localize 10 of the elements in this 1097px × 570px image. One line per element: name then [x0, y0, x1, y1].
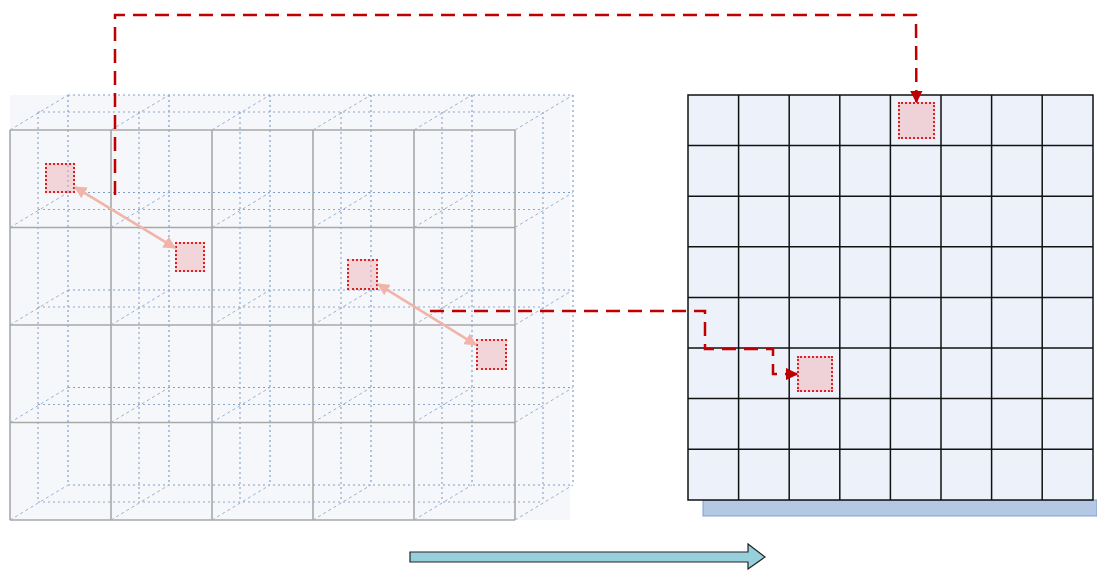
- square-marker: [45, 163, 75, 193]
- square-marker: [797, 356, 833, 392]
- square-marker: [476, 339, 507, 370]
- arrow: [73, 186, 177, 249]
- dashed-arrow: [113, 13, 923, 195]
- square-marker: [175, 242, 205, 272]
- square-marker: [347, 259, 378, 290]
- square-marker: [898, 102, 935, 139]
- arrow: [376, 283, 478, 346]
- dashed-arrow: [430, 309, 799, 381]
